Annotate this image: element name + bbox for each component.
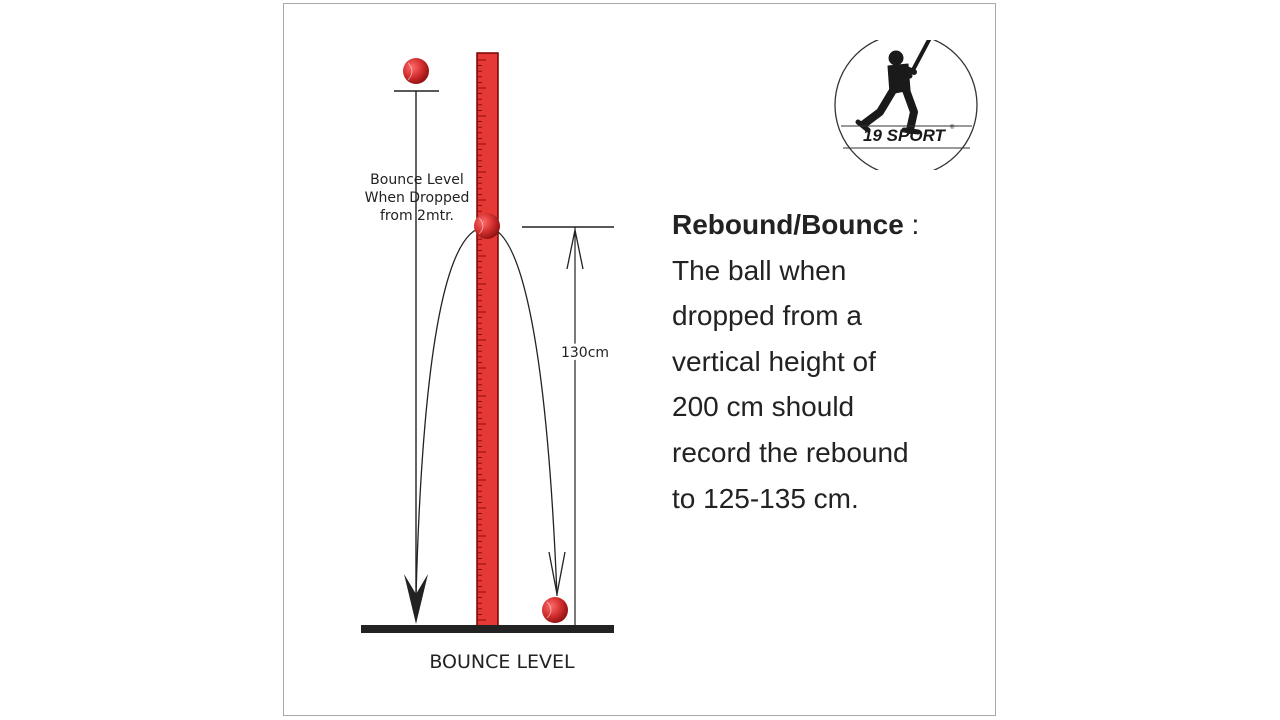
top-ball (403, 58, 429, 84)
description-line: dropped from a (672, 300, 862, 332)
drop-label-line-3: from 2mtr. (380, 208, 454, 224)
measuring-scale (476, 52, 499, 629)
description-separator: : (903, 209, 920, 240)
scale-ball (474, 213, 500, 239)
description-line: record the rebound (672, 436, 909, 468)
description-line: 200 cm should (672, 391, 855, 423)
drop-arrow (404, 91, 428, 624)
rebound-height-marker (522, 226, 614, 625)
registered-mark: ® (950, 124, 955, 131)
description-line: to 125-135 cm. (672, 482, 859, 514)
drop-label-line-1: Bounce Level (370, 172, 464, 188)
description-heading: Rebound/Bounce : (672, 202, 972, 248)
ground-label: BOUNCE LEVEL (429, 651, 575, 673)
brand-logo: 19 SPORT ® (818, 33, 984, 177)
description-term: Rebound/Bounce (672, 209, 904, 240)
logo-circle (834, 33, 978, 177)
bottom-ball (542, 597, 568, 623)
brand-name: 19 SPORT (863, 126, 947, 145)
description-line: The ball when (672, 254, 847, 286)
illustration-card: Bounce Level When Dropped from 2mtr. 130… (283, 3, 996, 716)
bounce-diagram: Bounce Level When Dropped from 2mtr. 130… (361, 52, 614, 673)
description-line: vertical height of (672, 345, 876, 377)
rebound-label: 130cm (561, 345, 609, 361)
ground-line (361, 625, 614, 633)
drop-label-line-2: When Dropped (365, 190, 470, 206)
arc-arrowhead (548, 551, 566, 595)
description-block: Rebound/Bounce : The ball when dropped f… (672, 202, 972, 521)
